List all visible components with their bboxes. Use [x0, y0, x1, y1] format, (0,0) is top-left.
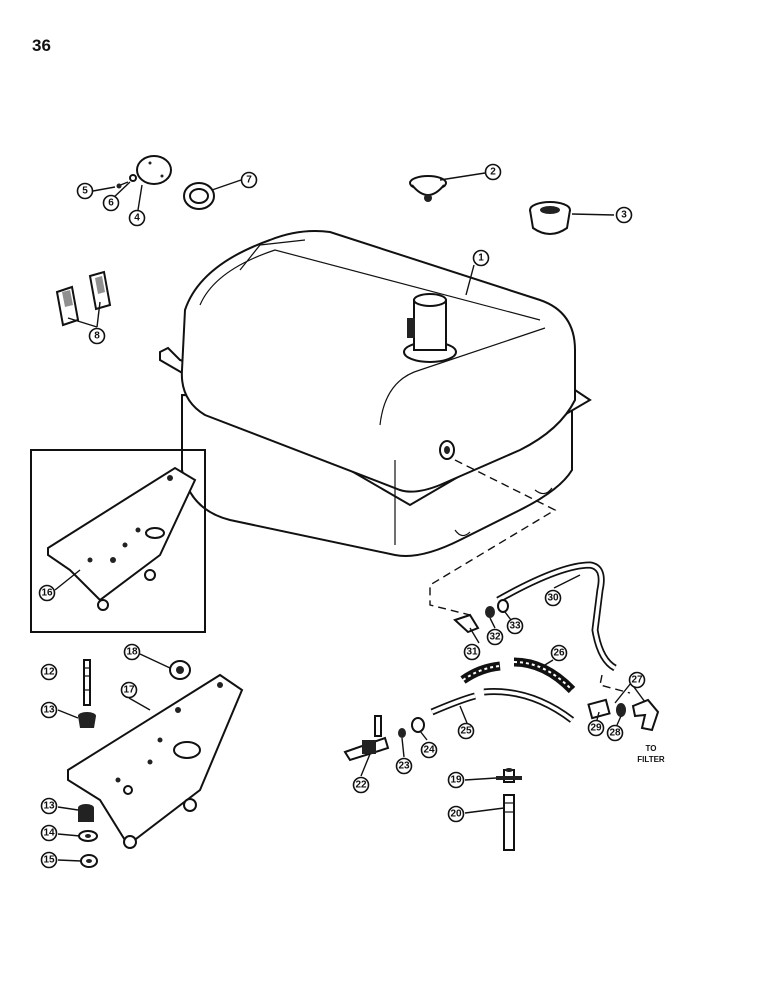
- svg-text:5: 5: [82, 186, 88, 197]
- callout-2: 2: [484, 163, 502, 181]
- callout-13-lower: 13: [40, 797, 58, 815]
- callout-1: 1: [472, 249, 490, 267]
- svg-text:17: 17: [123, 685, 135, 696]
- callout-25: 25: [457, 722, 475, 740]
- svg-text:28: 28: [609, 728, 621, 739]
- lock-washer: [129, 174, 137, 182]
- svg-text:15: 15: [43, 855, 55, 866]
- svg-text:7: 7: [246, 175, 252, 186]
- fitting-29: [587, 698, 611, 720]
- callout-3: 3: [615, 206, 633, 224]
- svg-text:25: 25: [460, 726, 472, 737]
- grommet-18: [169, 660, 191, 680]
- nut-13-lower: [78, 804, 94, 822]
- callout-7: 7: [240, 171, 258, 189]
- callout-4: 4: [128, 209, 146, 227]
- callout-33: 33: [506, 617, 524, 635]
- svg-text:6: 6: [108, 198, 114, 209]
- nut-23: [398, 728, 406, 738]
- callout-28: 28: [606, 724, 624, 742]
- stud: [83, 659, 91, 706]
- callout-20: 20: [447, 805, 465, 823]
- fitting-24: [411, 717, 425, 733]
- svg-text:27: 27: [631, 675, 643, 686]
- leader-lines: [54, 172, 646, 862]
- nut-28: [616, 703, 626, 717]
- to-filter-label-line-2: FILTER: [637, 755, 665, 764]
- filler-cap-adapter: [529, 201, 571, 235]
- pads: [55, 270, 112, 327]
- svg-text:29: 29: [590, 723, 602, 734]
- callout-29: 29: [587, 719, 605, 737]
- svg-text:13: 13: [43, 705, 55, 716]
- callout-30: 30: [544, 589, 562, 607]
- elbow-27: [631, 698, 660, 732]
- dashed-route-line: [429, 459, 557, 616]
- callout-22: 22: [352, 776, 370, 794]
- gasket: [183, 182, 215, 210]
- svg-text:23: 23: [398, 761, 410, 772]
- svg-text:30: 30: [547, 593, 559, 604]
- nut-13-upper: [78, 712, 96, 728]
- callout-15: 15: [40, 851, 58, 869]
- callout-31: 31: [463, 643, 481, 661]
- svg-text:32: 32: [489, 632, 501, 643]
- callout-6: 6: [102, 194, 120, 212]
- page-number: 36: [32, 36, 51, 55]
- svg-text:4: 4: [134, 213, 140, 224]
- svg-text:19: 19: [450, 775, 462, 786]
- callout-12: 12: [40, 663, 58, 681]
- svg-text:14: 14: [43, 828, 55, 839]
- svg-text:33: 33: [509, 621, 521, 632]
- to-filter-label-line-1: TO: [646, 744, 657, 753]
- nut-32: [485, 606, 495, 618]
- hose-25: [430, 688, 575, 723]
- callout-18: 18: [123, 643, 141, 661]
- callout-23: 23: [395, 757, 413, 775]
- fuel-tank: [159, 230, 592, 557]
- callout-5: 5: [76, 182, 94, 200]
- washer-14: [78, 830, 98, 842]
- elbow-31: [453, 613, 480, 634]
- svg-text:18: 18: [126, 647, 138, 658]
- fuel-cap: [409, 175, 447, 202]
- fuel-line-30: [496, 561, 617, 672]
- callout-24: 24: [420, 741, 438, 759]
- bracket-17: [67, 673, 244, 849]
- filler-neck: [403, 293, 457, 363]
- inset-frame: [30, 449, 206, 633]
- svg-text:22: 22: [355, 780, 367, 791]
- svg-text:13: 13: [43, 801, 55, 812]
- bracket-16: [47, 466, 197, 611]
- callout-16: 16: [38, 584, 56, 602]
- svg-text:16: 16: [41, 588, 53, 599]
- screw: [116, 181, 129, 189]
- callout-19: 19: [447, 771, 465, 789]
- cover-plate: [136, 155, 172, 185]
- fitting-19: [496, 768, 522, 783]
- svg-text:24: 24: [423, 745, 435, 756]
- callout-27: 27: [628, 671, 646, 689]
- callout-32: 32: [486, 628, 504, 646]
- svg-text:3: 3: [621, 210, 627, 221]
- nut-15: [80, 854, 98, 868]
- dashed-route-line-2: [599, 674, 631, 694]
- svg-text:26: 26: [553, 648, 565, 659]
- svg-text:31: 31: [466, 647, 478, 658]
- svg-text:8: 8: [94, 331, 100, 342]
- svg-text:2: 2: [490, 167, 496, 178]
- tube-20: [503, 794, 515, 851]
- callout-13-upper: 13: [40, 701, 58, 719]
- fitting-33: [497, 599, 509, 613]
- svg-text:12: 12: [43, 667, 55, 678]
- callout-26: 26: [550, 644, 568, 662]
- svg-text:1: 1: [478, 253, 484, 264]
- callout-14: 14: [40, 824, 58, 842]
- callout-17: 17: [120, 681, 138, 699]
- callout-8: 8: [88, 327, 106, 345]
- shutoff-valve-22: [343, 715, 390, 762]
- svg-text:20: 20: [450, 809, 462, 820]
- hose-26: [460, 657, 576, 694]
